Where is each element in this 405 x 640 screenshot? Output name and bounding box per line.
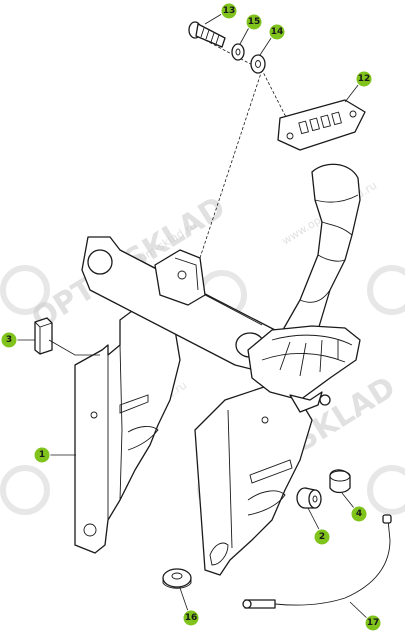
callout-number: 4	[356, 509, 362, 519]
callout-badge-4: 4	[350, 505, 368, 523]
callout-number: 1	[39, 450, 45, 460]
washer-part	[231, 43, 245, 61]
rubber-block-part	[34, 317, 53, 355]
assembly-axis-line	[195, 69, 263, 271]
bolt-part	[188, 21, 226, 48]
callout-number: 3	[6, 335, 12, 345]
callout-badge-14: 14	[268, 23, 286, 41]
callout-badge-3: 3	[0, 331, 18, 349]
handle-plate-part	[194, 384, 313, 576]
callout-number: 17	[367, 618, 380, 628]
callout-badge-17: 17	[364, 614, 382, 632]
nut-part	[250, 54, 266, 74]
callout-number: 14	[271, 27, 284, 37]
guide-plate-part	[277, 99, 366, 151]
callout-badge-16: 16	[182, 609, 200, 627]
pivot-mount-part	[154, 249, 206, 306]
lever-gate-part	[247, 325, 361, 413]
callout-badge-15: 15	[245, 13, 263, 31]
callout-badge-12: 12	[355, 70, 373, 88]
callout-number: 13	[223, 6, 236, 16]
cap-part	[329, 469, 351, 494]
grommet-part	[162, 568, 192, 589]
cable-part	[242, 514, 392, 609]
shift-lever-part	[279, 163, 361, 346]
callout-number: 2	[319, 532, 325, 542]
callout-number: 16	[185, 613, 198, 623]
callout-number: 15	[248, 17, 261, 27]
callout-badge-1: 1	[33, 446, 51, 464]
bushing-part	[296, 487, 322, 509]
left-bracket-part	[74, 304, 181, 554]
callout-number: 12	[358, 74, 371, 84]
guide-axis-line	[261, 69, 291, 126]
callout-badge-13: 13	[220, 2, 238, 20]
callout-badge-2: 2	[313, 528, 331, 546]
